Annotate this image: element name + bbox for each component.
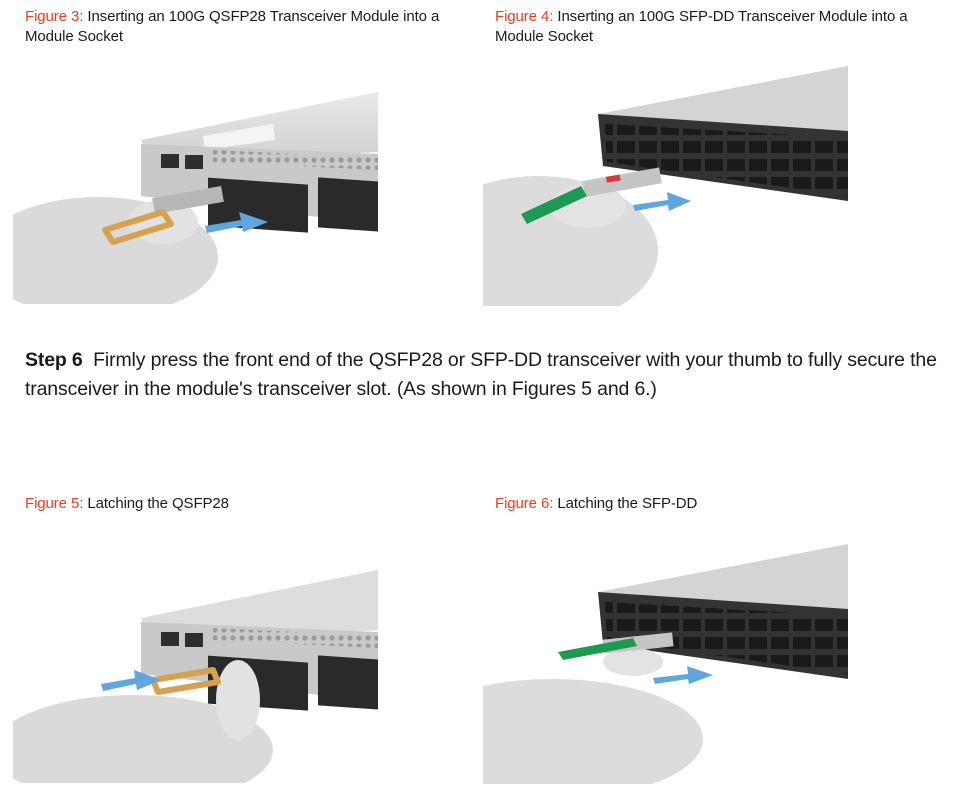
figure-6-title: Latching the SFP-DD xyxy=(557,495,698,512)
glove-hand xyxy=(13,695,273,783)
figure-4-caption: Figure 4:Inserting an 100G SFP-DD Transc… xyxy=(495,7,945,47)
rj45-port xyxy=(161,154,179,168)
qsfp28-pull-tab xyxy=(102,209,174,245)
sfpdd-module xyxy=(582,167,662,197)
push-arrow xyxy=(653,666,713,684)
port-block-right xyxy=(318,177,378,232)
switch-label xyxy=(203,124,275,150)
glove-hand xyxy=(483,679,703,784)
rj45-port xyxy=(185,155,203,169)
qsfp28-insert-illustration xyxy=(13,92,378,304)
figure-5-caption: Figure 5:Latching the QSFP28 xyxy=(25,494,475,514)
figure-5-photo xyxy=(13,570,378,783)
sfpdd-pull-tab xyxy=(558,638,637,660)
step-label: Step 6 xyxy=(25,349,83,371)
figure-3-title: Inserting an 100G QSFP28 Transceiver Mod… xyxy=(25,8,440,45)
figure-5-title: Latching the QSFP28 xyxy=(87,495,229,512)
figure-3-photo xyxy=(13,92,378,304)
figure-3-caption: Figure 3:Inserting an 100G QSFP28 Transc… xyxy=(25,7,475,47)
insert-arrow xyxy=(205,212,268,233)
qsfp28-module xyxy=(152,186,224,214)
figure-6-photo xyxy=(483,544,848,784)
qsfp28-latch-illustration xyxy=(13,570,378,783)
figure-6-label: Figure 6: xyxy=(495,495,554,512)
port-block-right xyxy=(318,655,378,710)
port-block-left xyxy=(208,177,308,233)
figure-5-label: Figure 5: xyxy=(25,495,84,512)
qsfp28-pull-tab xyxy=(150,667,221,695)
figure-4-photo xyxy=(483,66,848,306)
push-arrow xyxy=(101,670,161,691)
sfpdd-latch-illustration xyxy=(483,544,848,784)
rj45-port xyxy=(161,632,179,646)
figure-3-label: Figure 3: xyxy=(25,8,84,25)
rj45-port xyxy=(185,633,203,647)
sfpdd-insert-illustration xyxy=(483,66,848,306)
figure-6-caption: Figure 6:Latching the SFP-DD xyxy=(495,494,945,514)
sfpdd-pull-tab xyxy=(521,186,587,224)
figure-4-label: Figure 4: xyxy=(495,8,554,25)
step-text: Firmly press the front end of the QSFP28… xyxy=(25,349,937,400)
insert-arrow xyxy=(633,192,691,211)
figure-4-title: Inserting an 100G SFP-DD Transceiver Mod… xyxy=(495,8,908,45)
switch-top xyxy=(141,570,378,642)
